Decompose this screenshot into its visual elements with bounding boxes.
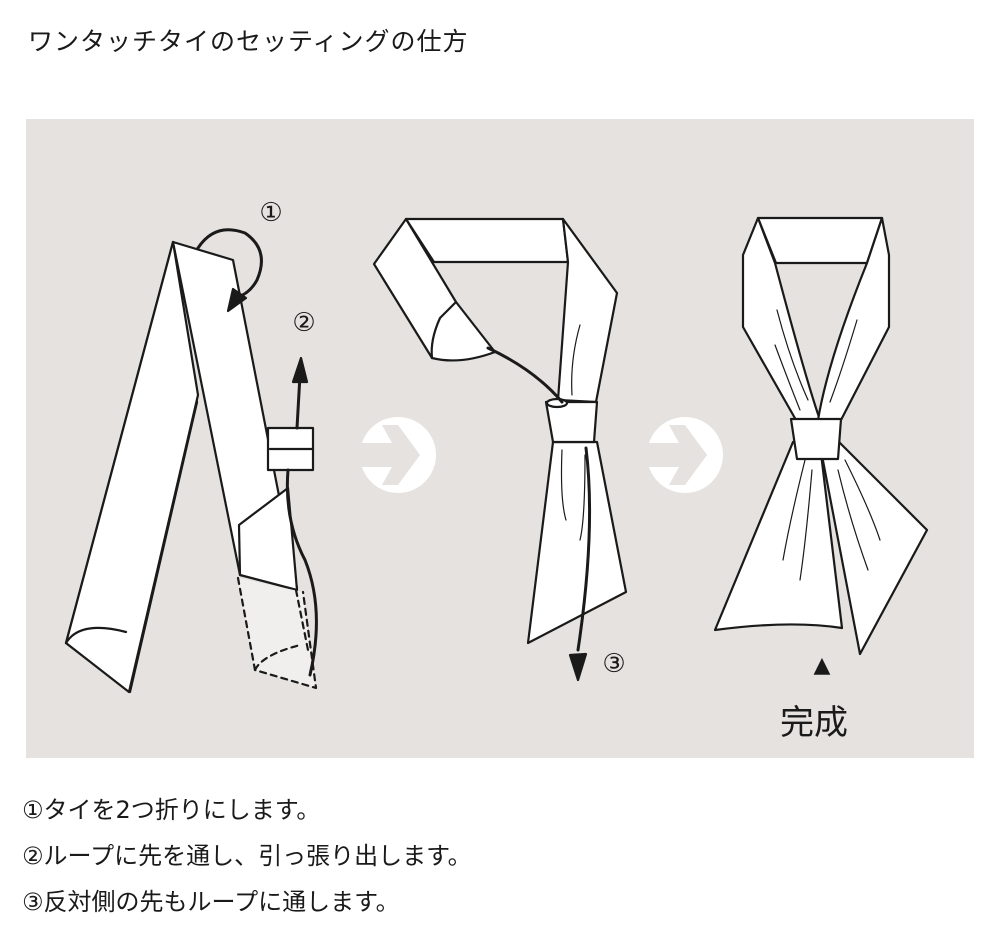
step-marker-2: ② [292,308,315,338]
next-arrow-icon [360,417,436,493]
step3-arrowhead-icon [568,652,588,682]
complete-label: 完成 [780,703,848,743]
step1-folded-tie [64,240,318,694]
page-title: ワンタッチタイのセッティングの仕方 [28,27,469,56]
complete-marker-icon: ▲ [814,653,831,678]
step-marker-3: ③ [602,649,625,679]
tie-steps-illustration: ① ② ③ ▲ [64,198,929,694]
instruction-list: ①タイを2つ折りにします。 ②ループに先を通し、引っ張り出します。 ③反対側の先… [22,787,472,925]
step-marker-1: ① [259,198,282,228]
pull-arrow-icon [285,373,318,677]
next-arrow-icon [647,417,723,493]
instruction-step-2: ②ループに先を通し、引っ張り出します。 [22,842,472,870]
illustration-panel: ① ② ③ ▲ [26,119,974,758]
completed-tie [713,216,929,656]
instruction-step-1: ①タイを2つ折りにします。 [22,796,321,824]
step2-threaded-tie [372,217,628,652]
fold-arrow-icon [196,228,263,299]
instruction-step-3: ③反対側の先もループに通します。 [22,888,400,916]
